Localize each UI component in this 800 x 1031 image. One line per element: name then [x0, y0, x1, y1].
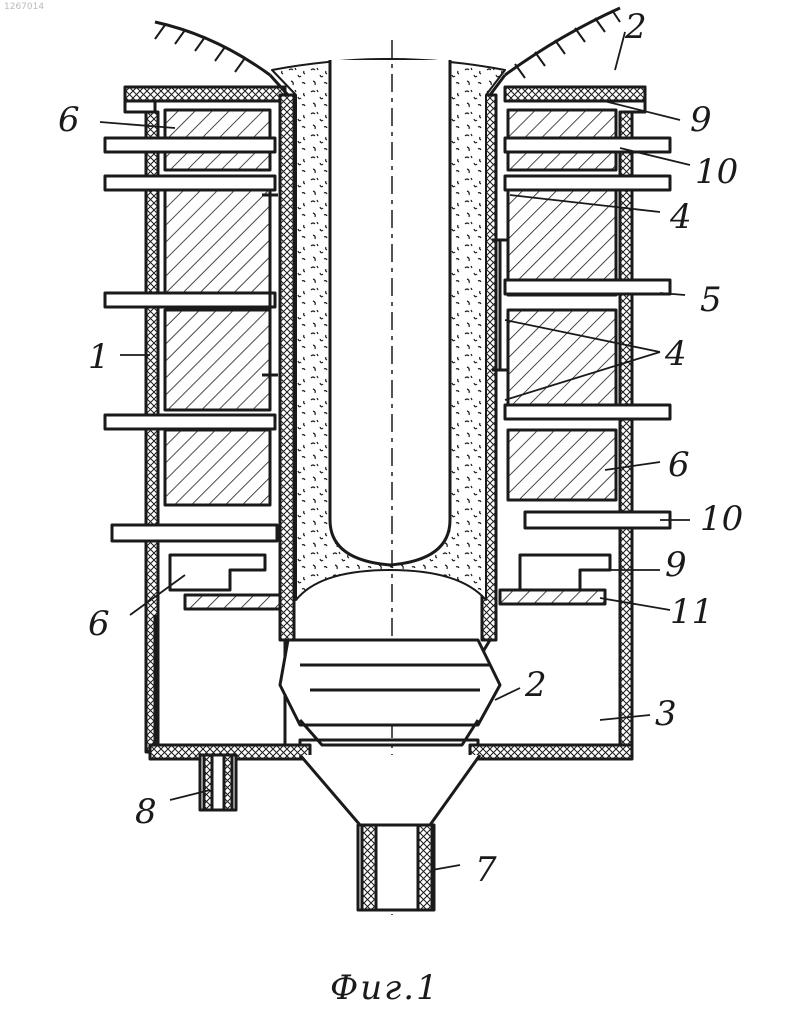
- label-5: 5: [700, 283, 722, 317]
- label-2-middle: 2: [525, 668, 547, 702]
- label-11: 11: [670, 595, 713, 629]
- rock-right: [505, 8, 620, 75]
- inductor-left-3: [165, 310, 270, 410]
- pipe-left-3: [105, 293, 275, 307]
- ingot-cavity: [330, 60, 450, 565]
- label-9-top-right: 9: [690, 103, 712, 137]
- figure-caption: Фиг.1: [330, 968, 440, 1008]
- label-6-top-left: 6: [58, 103, 80, 137]
- label-2-top: 2: [625, 10, 647, 44]
- nozzle-cone: [280, 640, 500, 725]
- label-10-top-right: 10: [695, 155, 738, 189]
- pipe-left-2: [105, 176, 275, 190]
- archive-stamp: 1267014: [4, 2, 44, 12]
- label-4-a: 4: [670, 200, 692, 234]
- outlet-funnel: [300, 755, 480, 825]
- pipe-right-1: [505, 138, 670, 152]
- label-7: 7: [475, 853, 497, 887]
- pipe-left-5: [112, 525, 277, 541]
- label-10-right: 10: [700, 502, 743, 536]
- support-left: [170, 555, 265, 590]
- pipe-right-5: [525, 512, 670, 528]
- label-9-right: 9: [665, 548, 687, 582]
- pipe-right-3: [505, 280, 670, 294]
- rock-left: [155, 22, 270, 75]
- inductor-left-2: [165, 190, 270, 295]
- pipe-left-1: [105, 138, 275, 152]
- inductor-right-3: [508, 310, 616, 410]
- pipe-right-2: [505, 176, 670, 190]
- label-8: 8: [135, 795, 157, 829]
- label-3: 3: [655, 697, 677, 731]
- pipe-left-4: [105, 415, 275, 429]
- pipe-right-4: [505, 405, 670, 419]
- support-right: [520, 555, 610, 590]
- label-4-b: 4: [665, 337, 687, 371]
- inductor-left-4: [165, 430, 270, 505]
- housing-top-left: [125, 87, 285, 101]
- inductor-right-4: [508, 430, 616, 500]
- label-6-right: 6: [668, 448, 690, 482]
- label-6-bottom-left: 6: [88, 607, 110, 641]
- housing-top-right: [505, 87, 645, 101]
- label-1: 1: [88, 340, 110, 374]
